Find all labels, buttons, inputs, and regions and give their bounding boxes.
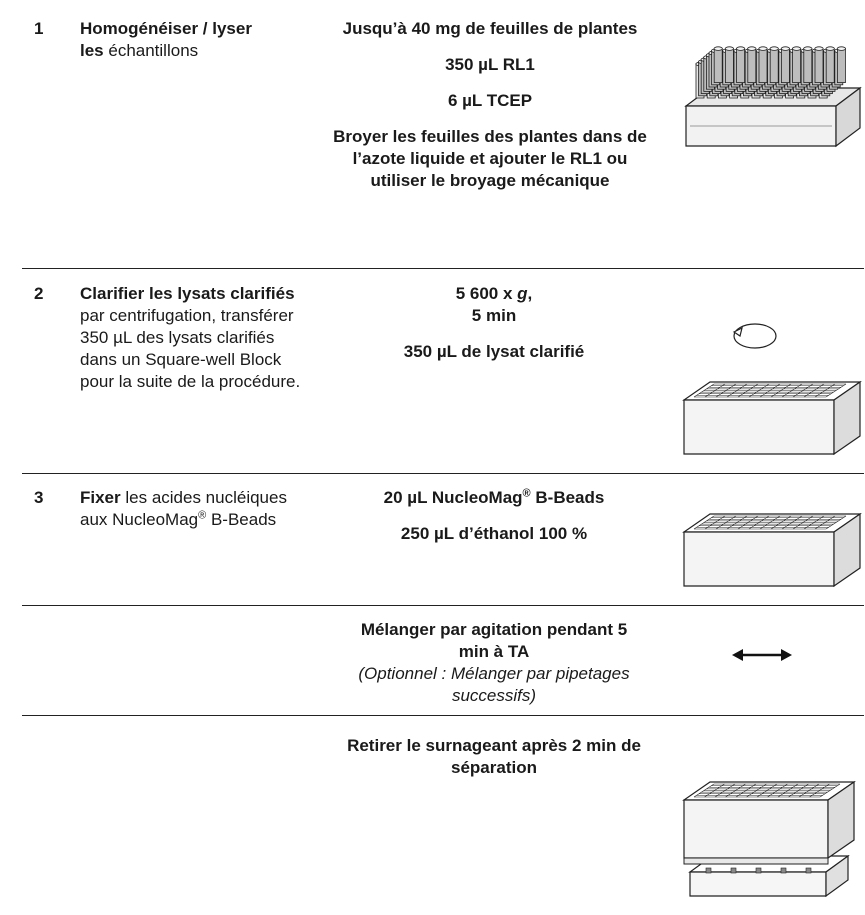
step-title: Homogénéiser / lyser les échantillons [80,18,320,62]
grid [693,515,847,530]
step-title-end: B-Beads [206,510,277,529]
step-number: 1 [34,19,44,38]
step-title-bold: Clarifier les lysats clarifiés [80,284,295,303]
detail-line: Retirer le surnageant après 2 min de sép… [347,736,641,777]
detail-line: 350 µL RL1 [445,55,535,74]
detail-centrifuge-post: , [527,284,533,303]
grid [693,383,847,398]
step-title: Fixer les acides nucléiques aux NucleoMa… [80,487,290,531]
registered-mark: ® [522,487,531,500]
detail-centrifuge-pre: 5 600 x [455,284,518,303]
detail-note: (Optionnel : Mélanger par pipetages succ… [358,664,630,705]
centrifuge-plate-icon [682,380,862,456]
step-details: Jusqu’à 40 mg de feuilles de plantes 350… [320,18,660,206]
step-number: 2 [34,284,44,303]
rotation-icon [732,323,777,349]
step-title-rest: les acides nucléiques aux NucleoMag [80,488,287,529]
step-title-rest: par centrifugation, transférer 350 µL de… [80,306,301,391]
step-details: Retirer le surnageant après 2 min de sép… [334,735,654,793]
detail-line: Broyer les feuilles des plantes dans de … [333,127,647,190]
step-title-rest: échantillons [103,41,199,60]
step-number: 3 [34,488,44,507]
detail-centrifuge-time: 5 min [471,306,517,325]
detail-line: 6 µL TCEP [447,91,533,110]
step-details: 5 600 x g, 5 min 350 µL de lysat clarifié [314,283,674,377]
square-well-plate-icon [682,512,862,588]
grid [693,783,841,798]
row-divider [22,473,864,474]
row-divider [22,715,864,716]
tube-rack-icon [684,46,862,148]
detail-beads-post: B-Beads [530,488,605,507]
step-details: 20 µL NucleoMag® B-Beads 250 µL d’éthano… [314,487,674,559]
detail-line: 250 µL d’éthanol 100 % [400,524,588,543]
step-title-bold: Fixer [80,488,121,507]
detail-beads: 20 µL NucleoMag® B-Beads [314,487,674,509]
detail-line: Mélanger par agitation pendant 5 min à T… [360,620,628,661]
detail-centrifuge: 5 600 x g, 5 min [314,283,674,327]
step-details: Mélanger par agitation pendant 5 min à T… [334,619,654,707]
shake-arrow-icon [732,649,792,661]
detail-line: 350 µL de lysat clarifié [403,342,585,361]
step-title-bold: Homogénéiser / lyser [80,19,252,38]
step-title-bold-2: les [80,41,104,60]
row-divider [22,605,864,606]
row-divider [22,268,864,269]
step-title: Clarifier les lysats clarifiés par centr… [80,283,302,393]
registered-mark: ® [198,509,207,522]
detail-centrifuge-g: g [517,284,528,303]
detail-line: Jusqu’à 40 mg de feuilles de plantes [342,19,638,38]
magnetic-separator-icon [682,780,856,898]
detail-beads-pre: 20 µL NucleoMag [383,488,523,507]
